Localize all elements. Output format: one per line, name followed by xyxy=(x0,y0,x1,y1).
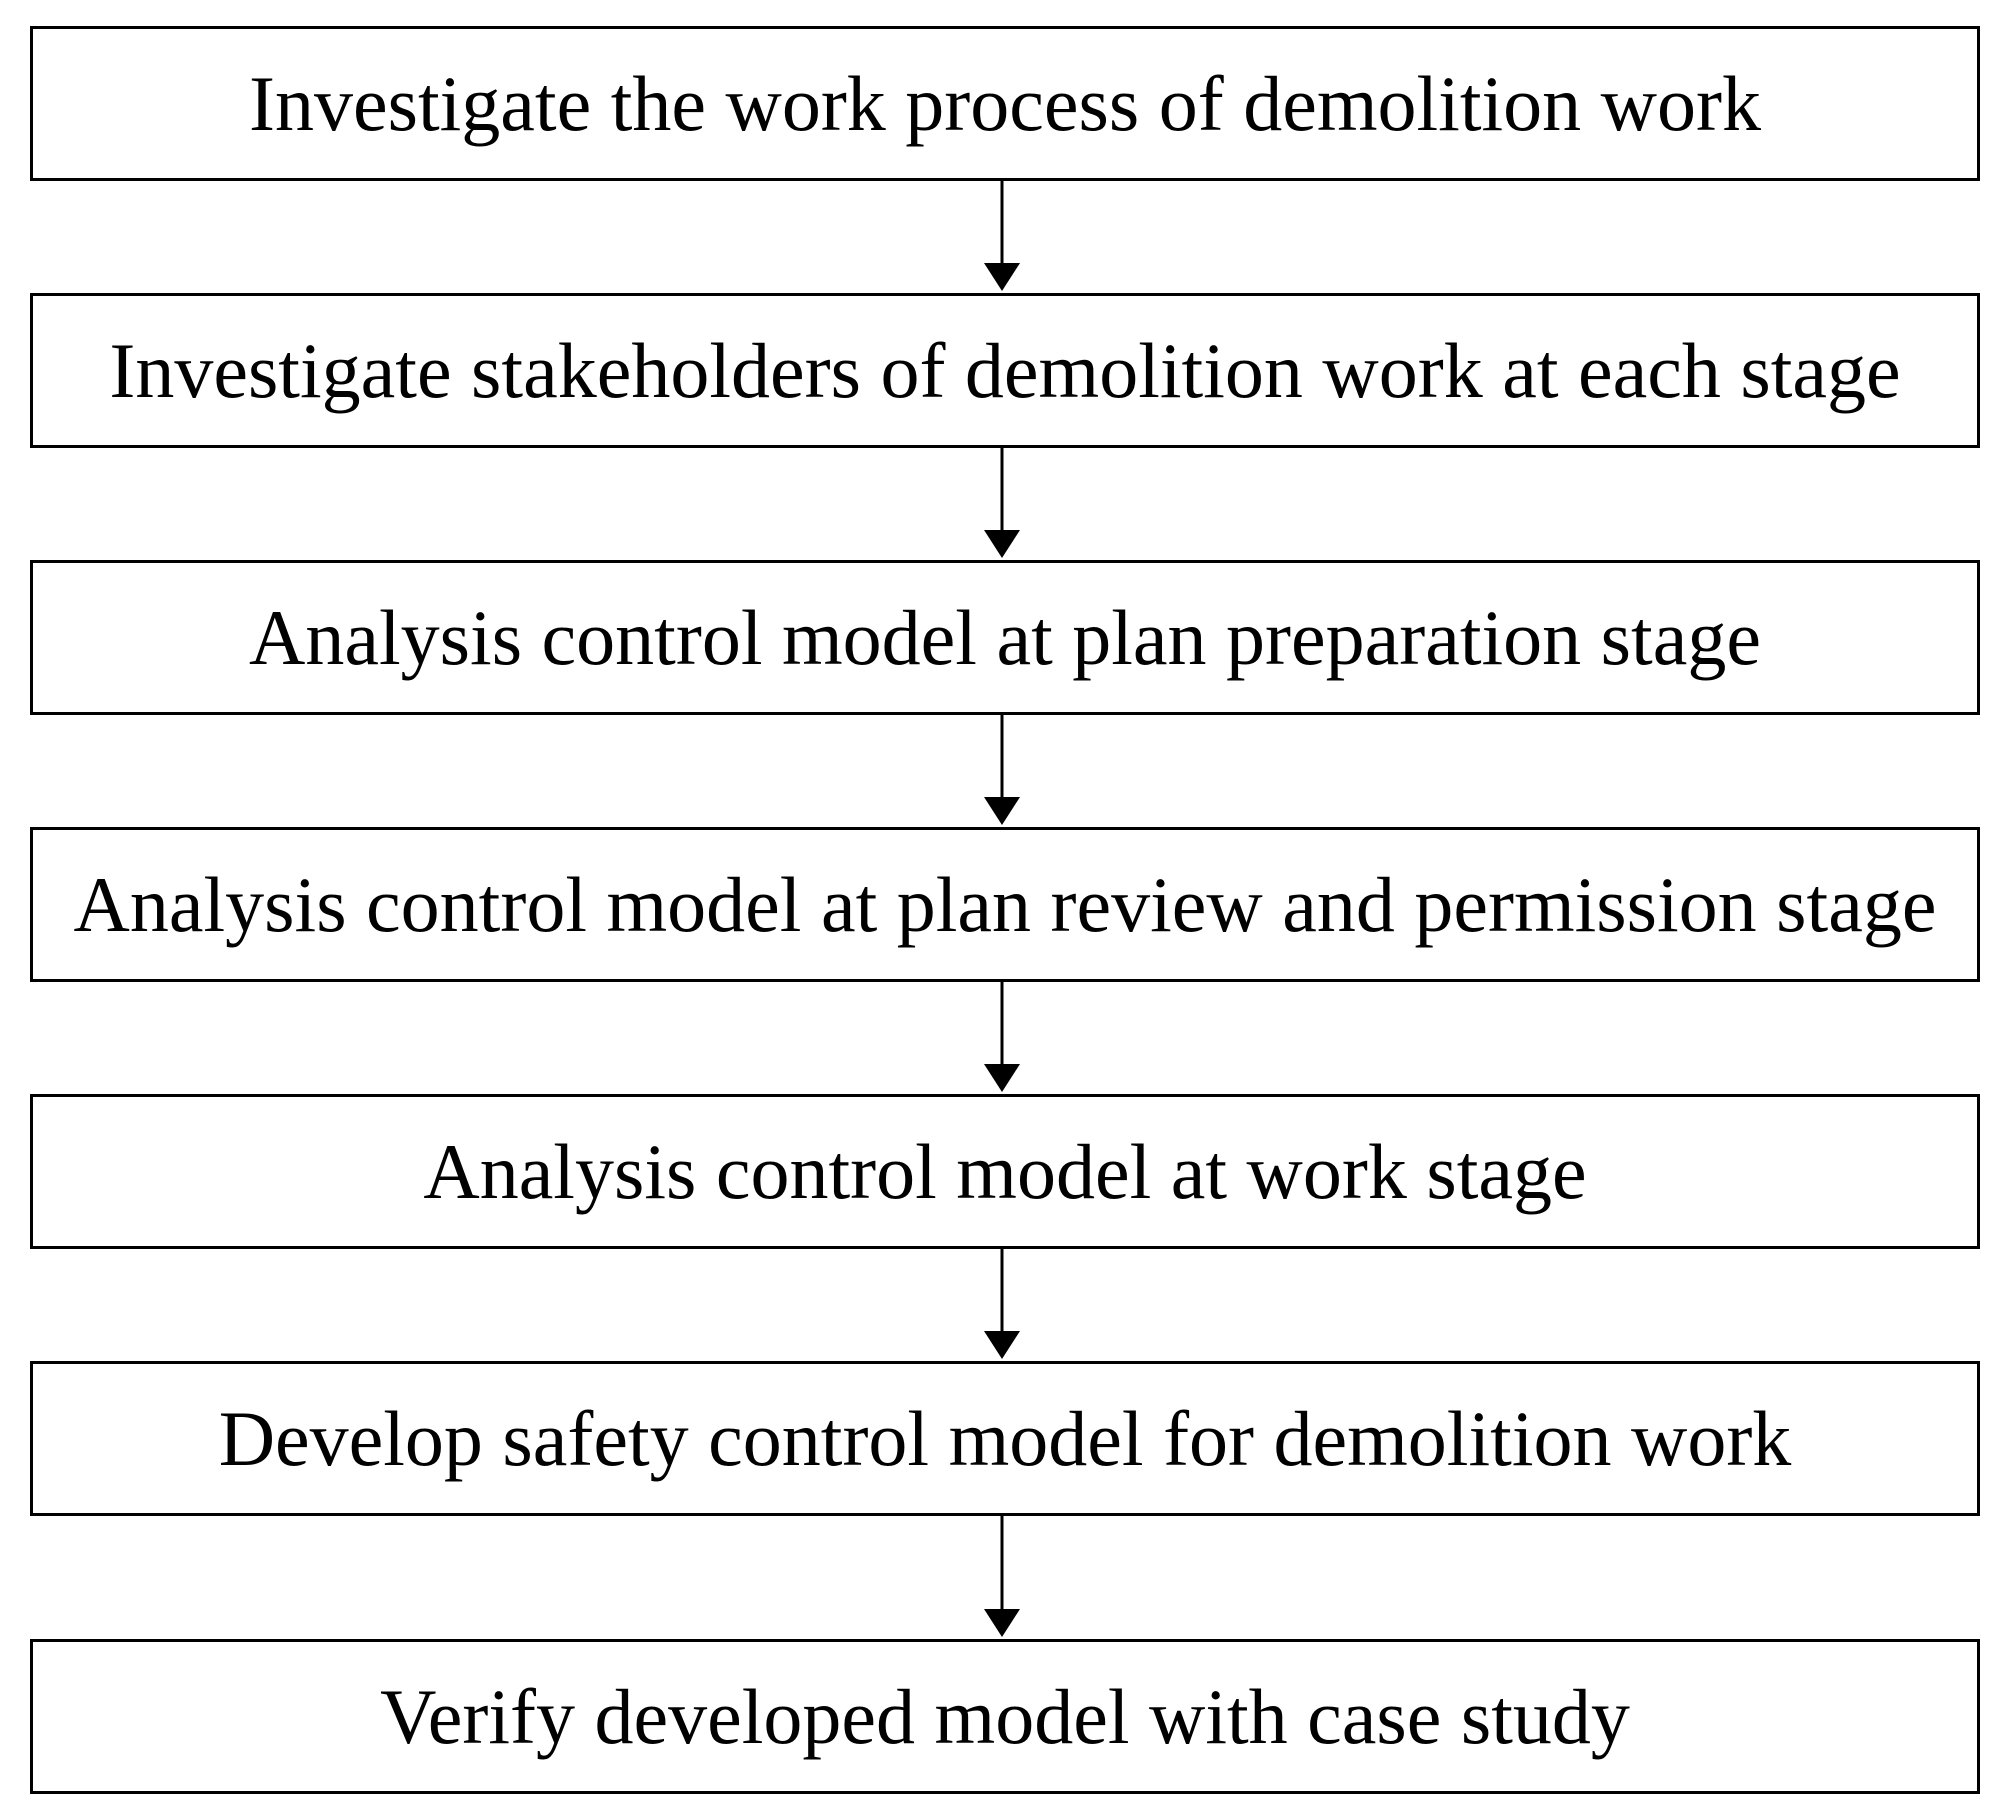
arrow-5-to-6 xyxy=(977,1249,1027,1361)
step-label-1: Investigate the work process of demoliti… xyxy=(249,59,1761,147)
step-box-7: Verify developed model with case study xyxy=(30,1639,1980,1794)
arrow-down-icon xyxy=(984,982,1020,1092)
arrow-1-to-2 xyxy=(977,181,1027,293)
arrow-down-icon xyxy=(984,1516,1020,1637)
step-label-7: Verify developed model with case study xyxy=(380,1672,1630,1760)
step-label-4: Analysis control model at plan review an… xyxy=(73,860,1937,948)
arrow-4-to-5 xyxy=(977,982,1027,1094)
step-box-3: Analysis control model at plan preparati… xyxy=(30,560,1980,715)
step-box-4: Analysis control model at plan review an… xyxy=(30,827,1980,982)
step-label-5: Analysis control model at work stage xyxy=(423,1127,1587,1215)
arrow-2-to-3 xyxy=(977,448,1027,560)
step-box-2: Investigate stakeholders of demolition w… xyxy=(30,293,1980,448)
step-label-6: Develop safety control model for demolit… xyxy=(218,1394,1792,1482)
arrow-6-to-7 xyxy=(977,1516,1027,1639)
step-box-1: Investigate the work process of demoliti… xyxy=(30,26,1980,181)
step-box-6: Develop safety control model for demolit… xyxy=(30,1361,1980,1516)
arrow-down-icon xyxy=(984,1249,1020,1359)
arrow-3-to-4 xyxy=(977,715,1027,827)
arrow-down-icon xyxy=(984,181,1020,291)
arrow-down-icon xyxy=(984,448,1020,558)
arrow-down-icon xyxy=(984,715,1020,825)
step-label-2: Investigate stakeholders of demolition w… xyxy=(109,326,1901,414)
step-box-5: Analysis control model at work stage xyxy=(30,1094,1980,1249)
step-label-3: Analysis control model at plan preparati… xyxy=(249,593,1761,681)
